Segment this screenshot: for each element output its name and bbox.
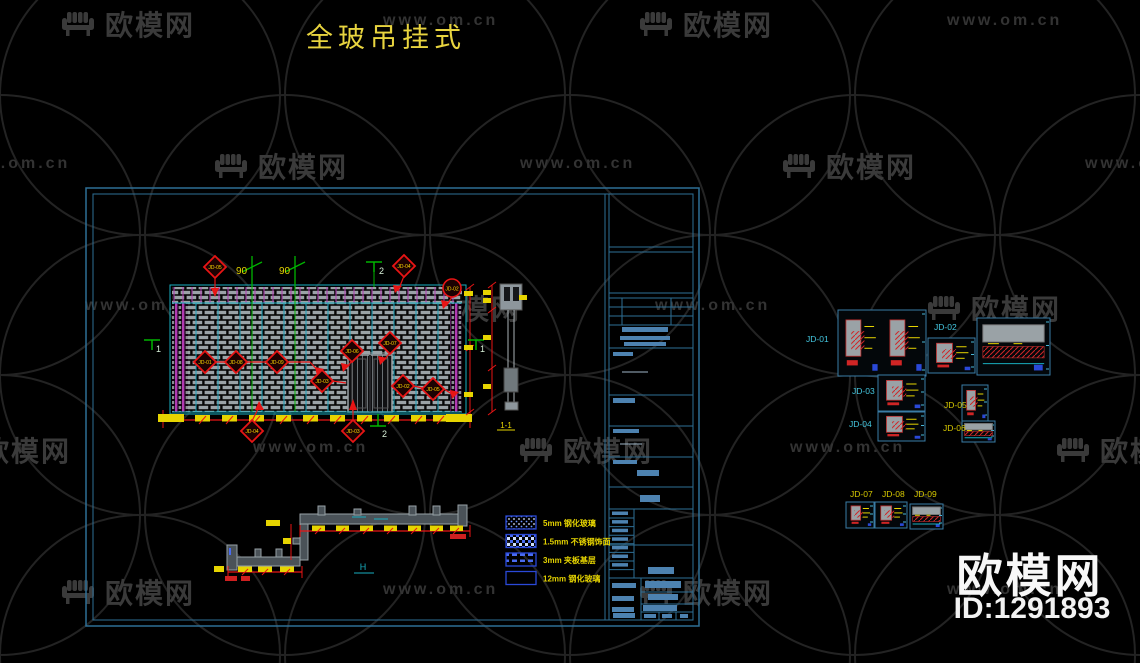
detail-box-label: JD-02 [934, 322, 957, 332]
svg-text:JD-06: JD-06 [345, 349, 359, 355]
detail-marker: JD-09 [264, 349, 290, 375]
svg-text:JD-01: JD-01 [198, 360, 212, 366]
watermark-logo: 欧模网 [520, 430, 653, 470]
detail-marker: JD-02 [390, 373, 416, 399]
watermark-logo: 欧模网 [215, 146, 348, 186]
detail-marker: JD-05 [202, 254, 228, 280]
detail-marker-circle: JD-02 [442, 278, 462, 298]
legend-swatch [505, 533, 537, 549]
watermark-logo-text: 欧模网 [105, 578, 196, 609]
sofa-icon [783, 154, 815, 178]
detail-marker: JD-08 [223, 349, 249, 375]
detail-box-label: JD-06 [943, 423, 966, 433]
watermark-url: www.om.cn [947, 581, 1063, 598]
watermark-logo-text: 欧模网 [105, 10, 196, 41]
section-mark-label: 2 [379, 266, 384, 276]
legend-swatch [505, 570, 537, 586]
detail-marker: JD-05 [420, 376, 446, 402]
green-marks: 90 90 1 1 2 2 [144, 256, 485, 439]
brand-overlay: 欧模网 [956, 550, 1104, 602]
detail-box-label: JD-04 [849, 419, 872, 429]
watermark-logo: 欧模网 [0, 430, 71, 470]
watermark-url: www.om.cn [383, 581, 499, 598]
watermark-logo-text: 欧模网 [826, 152, 917, 183]
svg-text:JD-04: JD-04 [397, 264, 411, 270]
svg-text:JD-03: JD-03 [346, 429, 360, 435]
svg-text:JD-02: JD-02 [445, 287, 459, 293]
legend-label: 3mm 夹板基层 [543, 555, 596, 565]
watermark-url: www.om.cn [655, 297, 771, 314]
sofa-icon [1057, 438, 1089, 462]
watermark-circle [0, 514, 281, 663]
svg-text:JD-08: JD-08 [229, 360, 243, 366]
detail-marker: JD-03 [309, 368, 335, 394]
svg-text:JD-02: JD-02 [396, 384, 410, 390]
section-mark-label: 2 [382, 429, 387, 439]
sofa-icon [928, 296, 960, 320]
detail-marker: JD-01 [192, 349, 218, 375]
watermark-url: www.om.cn [947, 12, 1063, 29]
angle-label: 90 [236, 266, 248, 277]
watermark-logo: 欧模网 [783, 146, 916, 186]
section-mark-label: 1 [156, 344, 161, 354]
detail-marker: JD-04 [239, 418, 265, 444]
plan-label: H [360, 562, 367, 572]
detail-box-label: JD-08 [882, 489, 905, 499]
watermark-circle [854, 514, 1136, 663]
watermark-url: www.om.cn [383, 12, 499, 29]
watermark-logo: 欧模网 [62, 4, 195, 44]
detail-marker: JD-07 [377, 330, 403, 356]
watermark-url: www.om.cn [520, 155, 636, 172]
drawing-title: 全玻吊挂式 [306, 23, 466, 54]
section-mark-label: 1 [480, 344, 485, 354]
detail-box-label: JD-07 [850, 489, 873, 499]
watermark-url: www.om.cn [253, 439, 369, 456]
watermark-url: www.om.cn [790, 439, 906, 456]
svg-text:JD-03: JD-03 [315, 379, 329, 385]
angle-label: 90 [279, 266, 291, 277]
detail-box-label: JD-05 [944, 400, 967, 410]
watermark-logo-text: 欧模网 [683, 10, 774, 41]
watermark-url: www.om.cn [85, 297, 201, 314]
plan-view: H [214, 504, 471, 581]
watermark-url: www.om.cn [1085, 155, 1140, 172]
legend-swatch [505, 552, 537, 567]
sofa-icon [640, 12, 672, 36]
detail-box-label: JD-01 [806, 334, 829, 344]
watermark-logo-text: 欧模网 [0, 436, 72, 467]
watermark-circle [569, 514, 851, 663]
svg-text:JD-05: JD-05 [208, 265, 222, 271]
detail-marker: JD-06 [339, 338, 365, 364]
watermark-logo-text: 欧模网 [258, 152, 349, 183]
legend-label: 5mm 钢化玻璃 [543, 518, 596, 528]
detail-box-label: JD-03 [852, 386, 875, 396]
elevation-dimensions [158, 283, 475, 428]
legend: 5mm 钢化玻璃 1.5mm 不锈钢饰面 3mm 夹板基层 12mm 钢化玻璃 [505, 515, 611, 586]
brand-id-overlay: ID:1291893 [953, 592, 1111, 625]
legend-label: 12mm 钢化玻璃 [543, 574, 600, 584]
watermark-logo-text: 欧模网 [683, 578, 774, 609]
detail-marker: JD-03 [340, 418, 366, 444]
detail-box-label: JD-09 [914, 489, 937, 499]
watermark-logo: 欧模网 [1057, 430, 1140, 470]
svg-text:JD-04: JD-04 [245, 429, 259, 435]
drawing-frame-and-titleblock [85, 187, 700, 627]
svg-text:JD-09: JD-09 [270, 360, 284, 366]
legend-swatch [505, 515, 537, 530]
watermark-url: www.om.cn [0, 155, 71, 172]
section-view: 1-1 [483, 281, 527, 431]
watermark-logo: 欧模网 [640, 4, 773, 44]
sofa-icon [215, 154, 247, 178]
legend-label: 1.5mm 不锈钢饰面 [543, 537, 611, 547]
sofa-icon [62, 12, 94, 36]
watermark-logo-text: 欧模网 [1100, 436, 1140, 467]
svg-text:JD-07: JD-07 [383, 341, 397, 347]
detail-marker: JD-04 [391, 253, 417, 279]
section-label: 1-1 [500, 421, 512, 430]
svg-text:JD-05: JD-05 [426, 387, 440, 393]
sofa-icon [520, 438, 552, 462]
